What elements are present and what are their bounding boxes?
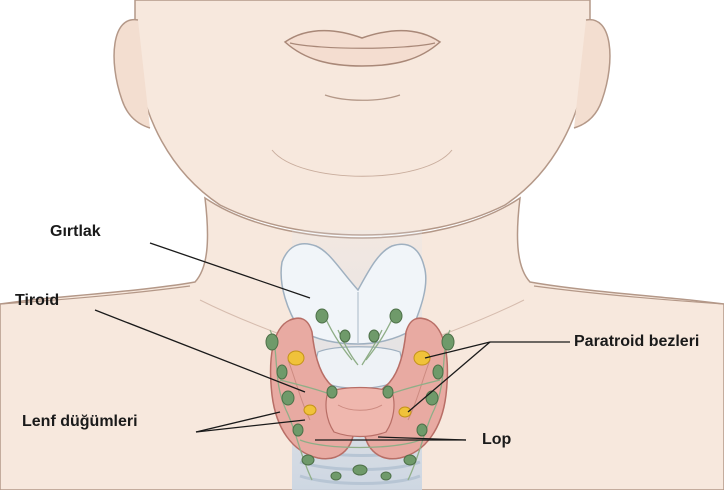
label-lobe: Lop [482, 432, 511, 448]
parathyroid-lower-right [399, 407, 411, 417]
label-lymph-nodes: Lenf düğümleri [22, 414, 138, 430]
parathyroid-upper-left [288, 351, 304, 365]
parathyroid-lower-left [304, 405, 316, 415]
label-parathyroid: Paratroid bezleri [574, 334, 699, 350]
label-larynx: Gırtlak [50, 224, 101, 240]
head [135, 0, 590, 235]
label-thyroid: Tiroid [15, 293, 59, 309]
